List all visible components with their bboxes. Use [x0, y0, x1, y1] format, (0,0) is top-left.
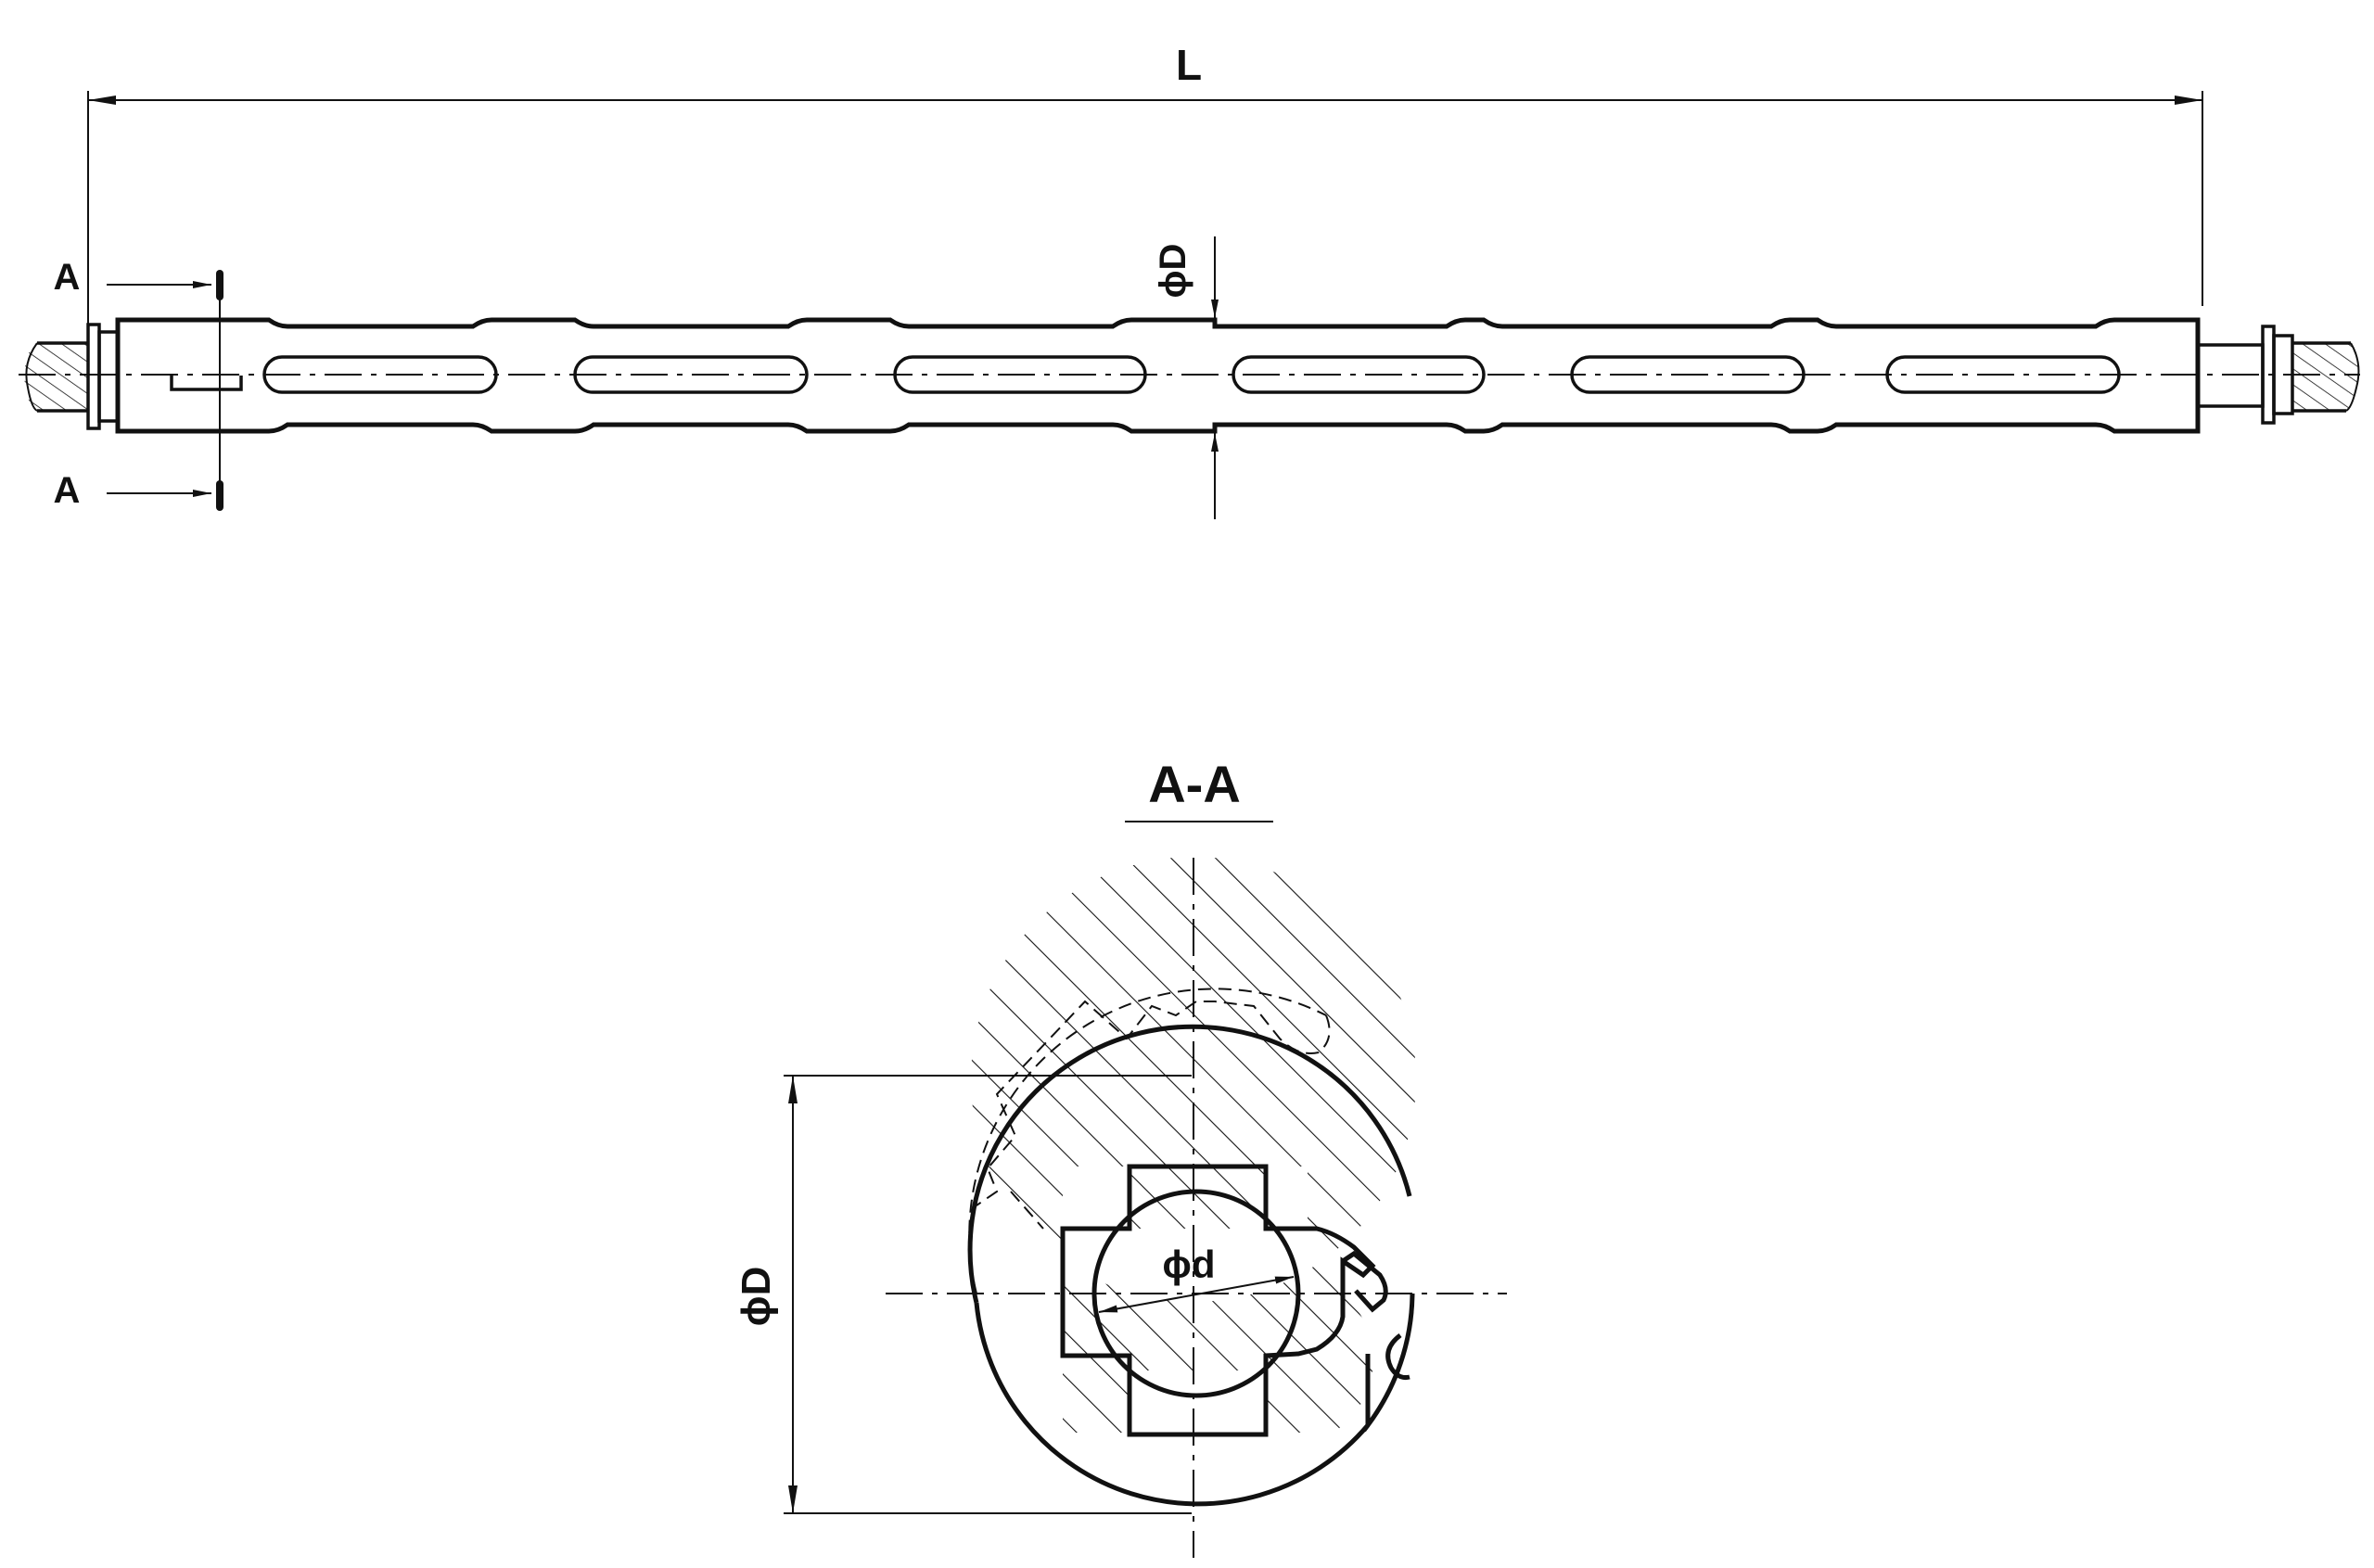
section-title: A-A [1148, 755, 1241, 813]
section-cut-marker: A A [54, 257, 223, 511]
section-body [971, 857, 1416, 1433]
outer-diameter-section-label: ϕD [734, 1267, 779, 1327]
length-label: L [1176, 41, 1202, 89]
section-view: A-A ϕD ϕd [734, 755, 1507, 1558]
section-marker-bottom-label: A [54, 470, 81, 511]
length-dimension: L [87, 41, 2203, 334]
cross-bore [1060, 1164, 1376, 1437]
side-view: L [19, 41, 2360, 519]
inner-diameter-dimension: ϕd [1098, 1243, 1295, 1313]
section-marker-top-label: A [54, 257, 81, 298]
inner-diameter-label: ϕd [1162, 1243, 1215, 1286]
outer-diameter-dimension-side: ϕD [1153, 236, 1219, 519]
left-shaft-end [24, 323, 120, 430]
outer-diameter-dimension-section: ϕD [734, 1075, 1192, 1514]
outer-diameter-side-label: ϕD [1153, 244, 1193, 299]
